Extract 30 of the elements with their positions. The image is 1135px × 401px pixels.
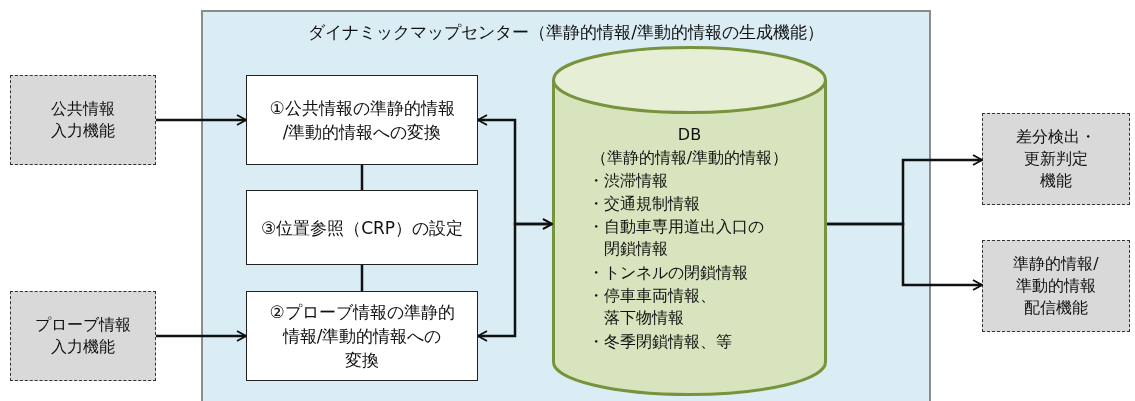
function-label: 差分検出・更新判定機能: [1016, 126, 1096, 192]
arrow: [156, 330, 247, 342]
function-label: 公共情報入力機能: [51, 98, 115, 142]
function-box: [982, 240, 1130, 332]
list-item: ・停車車両情報、落下物情報: [588, 285, 716, 329]
center-panel: [201, 10, 931, 401]
arrow: [827, 222, 983, 291]
database-subheading: （準静的情報/準動的情報）: [589, 147, 790, 169]
process-label: ③位置参照（CRP）の設定: [260, 216, 464, 240]
function-label: 準静的情報/準動的情報配信機能: [1013, 253, 1099, 319]
list-item: ・渋滞情報: [588, 170, 668, 192]
panel-title: ダイナミックマップセンター（準静的情報/準動的情報の生成機能）: [307, 21, 825, 43]
database-heading: DB: [676, 124, 703, 146]
list-item: ・冬季閉鎖情報、等: [588, 331, 732, 353]
function-box: [10, 291, 156, 381]
process-label: ①公共情報の準静的情報/準動的情報への変換: [269, 97, 455, 144]
process-box: [246, 190, 478, 265]
function-box: [982, 113, 1130, 205]
arrow: [156, 114, 247, 126]
process-box: [246, 291, 478, 381]
list-item: ・交通規制情報: [588, 193, 700, 215]
process-box: [246, 75, 478, 165]
arrow: [477, 218, 553, 342]
connector-line: [360, 165, 364, 190]
list-item: ・トンネルの閉鎖情報: [588, 262, 748, 284]
function-label: プローブ情報入力機能: [35, 314, 131, 358]
process-label: ②プローブ情報の準静的情報/準動的情報への変換: [269, 301, 455, 372]
list-item: ・自動車専用道出入口の閉鎖情報: [588, 216, 764, 260]
function-box: [10, 75, 156, 165]
connector-line: [360, 265, 364, 291]
